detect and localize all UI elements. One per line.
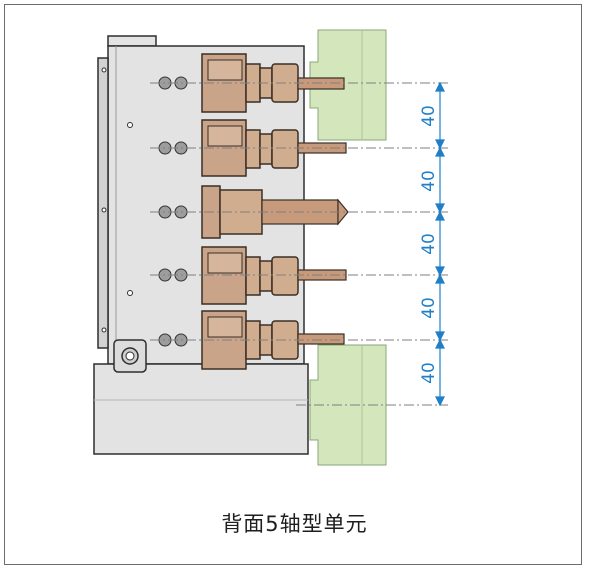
spindle-1 (158, 53, 345, 113)
dimension-label-4: 40 (419, 297, 439, 319)
center-lines (150, 82, 448, 406)
figure-caption: 背面5轴型单元 (221, 512, 368, 536)
bottom-workpiece (309, 344, 387, 466)
top-workpiece (309, 29, 387, 141)
dimension-label-5: 40 (419, 362, 439, 384)
dimension-label-2: 40 (419, 170, 439, 192)
dimension-label-3: 40 (419, 233, 439, 255)
dimension-label-1: 40 (419, 105, 439, 127)
dimension-line (435, 81, 445, 407)
